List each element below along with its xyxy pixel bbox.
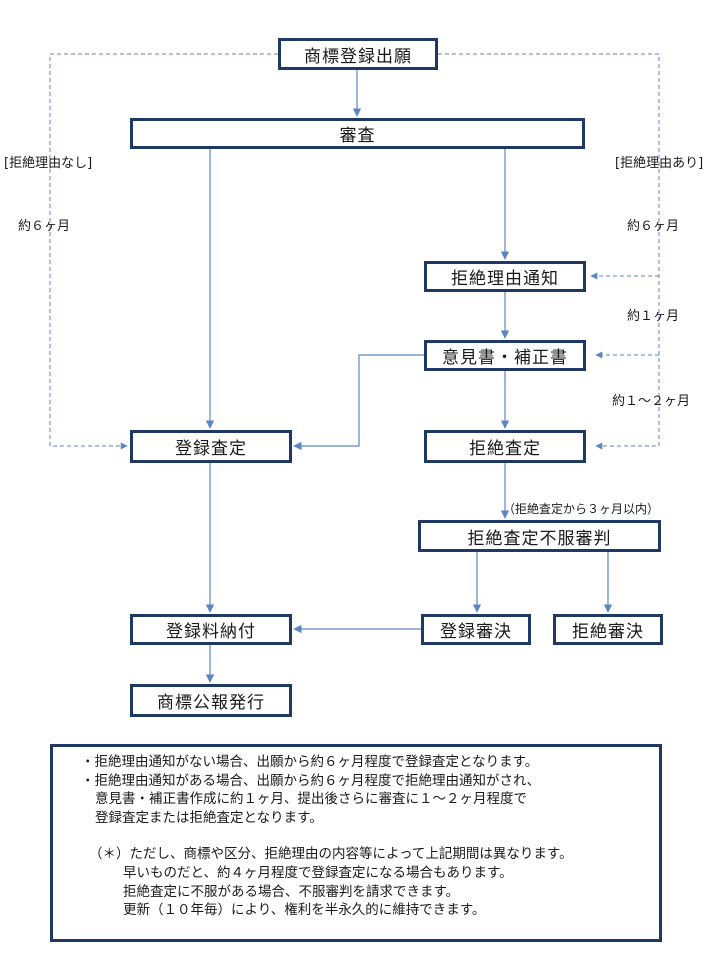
- node-registration-decision: 登録査定: [130, 430, 292, 463]
- note-line-3: 意見書・補正書作成に約１ヶ月、提出後さらに審査に１～２ヶ月程度で: [95, 791, 527, 808]
- node-refusal-notice: 拒絶理由通知: [424, 261, 586, 292]
- node-trial-registration: 登録審決: [421, 614, 531, 645]
- label-with-refusal-reason: [拒絶理由あり]: [615, 156, 704, 171]
- node-fee-payment: 登録料納付: [130, 614, 292, 645]
- note-line-7: 拒絶査定に不服がある場合、不服審判を請求できます。: [123, 883, 460, 900]
- node-examination: 審査: [130, 118, 585, 149]
- note-line-1: ・拒絶理由通知がない場合、出願から約６ヶ月程度で登録査定となります。: [81, 754, 539, 770]
- arrow-opinion-to-registration: [293, 354, 424, 451]
- note-line-6: 早いものだと、約４ヶ月程度で登録査定になる場合もあります。: [123, 864, 513, 881]
- node-gazette: 商標公報発行: [130, 684, 292, 717]
- dashed-no-refusal-path: [49, 53, 278, 450]
- label-approx-6-months-left: 約６ヶ月: [18, 219, 71, 234]
- note-line-8: 更新（１０年毎）により、権利を半永久的に維持できます。: [123, 902, 486, 919]
- label-approx-6-months-right: 約６ヶ月: [627, 219, 680, 234]
- node-appeal: 拒絶査定不服審判: [418, 520, 661, 552]
- notes-box: ・拒絶理由通知がない場合、出願から約６ヶ月程度で登録査定となります。 ・拒絶理由…: [50, 744, 662, 942]
- node-application: 商標登録出願: [278, 38, 438, 70]
- label-within-3-months: （拒絶査定から３ヶ月以内）: [503, 502, 660, 516]
- node-refusal-decision: 拒絶査定: [424, 430, 586, 463]
- note-line-4: 登録査定または拒絶査定となります。: [95, 809, 323, 826]
- label-no-refusal-reason: [拒絶理由なし]: [4, 156, 93, 171]
- node-opinion: 意見書・補正書: [424, 340, 586, 371]
- dashed-refusal-path-trunk: [438, 53, 660, 450]
- node-trial-refusal: 拒絶審決: [553, 614, 663, 645]
- label-approx-1-month: 約１ヶ月: [627, 309, 680, 324]
- note-line-5: （＊）ただし、商標や区分、拒絶理由の内容等によって上記期間は異なります。: [89, 846, 573, 863]
- label-approx-1-2-months: 約１～２ヶ月: [612, 394, 691, 409]
- note-line-2: ・拒絶理由通知がある場合、出願から約６ヶ月程度で拒絶理由通知がされ、: [81, 772, 541, 789]
